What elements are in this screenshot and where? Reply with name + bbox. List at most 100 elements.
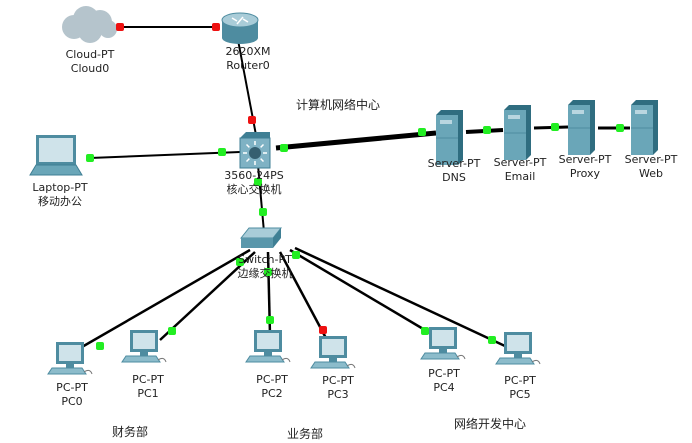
link-edge-pc0[interactable] [67, 248, 251, 357]
link-laptop-core[interactable] [89, 151, 241, 159]
link-status-dot-down [319, 326, 327, 334]
link-status-dot-up [483, 126, 491, 134]
device-router0[interactable] [221, 12, 259, 44]
device-type: Server-PT [493, 156, 547, 169]
device-type: PC-PT [322, 374, 354, 387]
link-edge-pc3[interactable] [278, 251, 329, 341]
device-type: PC-PT [132, 373, 164, 386]
link-core-dns[interactable] [275, 130, 437, 151]
device-name: PC0 [61, 395, 83, 408]
device-name: PC3 [327, 388, 349, 401]
device-type: Switch-PT [238, 253, 292, 266]
device-type: Server-PT [427, 157, 481, 170]
link-core-edge[interactable] [257, 164, 265, 233]
pc-icon [420, 327, 466, 360]
device-dns[interactable] [436, 110, 463, 165]
label-network-center: 计算机网络中心 [295, 98, 381, 112]
device-name: PC5 [509, 388, 531, 401]
device-type: Server-PT [624, 153, 678, 166]
label-finance-dept: 财务部 [111, 425, 149, 439]
server-icon [504, 105, 531, 160]
pc-icon [310, 336, 356, 369]
link-status-dot-up [259, 208, 267, 216]
link-status-dot-up [168, 327, 176, 335]
device-pc1[interactable] [121, 330, 167, 363]
device-pc5[interactable] [495, 332, 541, 365]
pc-icon [245, 330, 291, 363]
device-type: PC-PT [56, 381, 88, 394]
device-pc2[interactable] [245, 330, 291, 363]
device-name: Cloud0 [70, 62, 110, 75]
link-status-dot-up [86, 154, 94, 162]
server-icon [631, 100, 658, 155]
device-type: Cloud-PT [65, 48, 115, 61]
device-name: Email [504, 170, 536, 183]
device-name: 核心交换机 [226, 183, 282, 196]
link-edge-pc5[interactable] [294, 246, 506, 348]
device-pc4[interactable] [420, 327, 466, 360]
laptop-icon [29, 135, 83, 176]
label-dev-center: 网络开发中心 [453, 417, 527, 431]
device-core[interactable] [239, 132, 271, 169]
label-business-dept: 业务部 [286, 427, 324, 441]
link-status-dot-up [264, 268, 272, 276]
device-type: PC-PT [504, 374, 536, 387]
server-icon [436, 110, 463, 165]
device-pc0[interactable] [47, 342, 93, 375]
device-cloud0[interactable] [62, 6, 117, 43]
device-type: PC-PT [428, 367, 460, 380]
link-status-dot-up [254, 178, 262, 186]
pc-icon [121, 330, 167, 363]
link-status-dot-down [248, 116, 256, 124]
device-laptop[interactable] [29, 135, 83, 176]
cloud-icon [62, 6, 117, 43]
link-status-dot-up [218, 148, 226, 156]
device-name: Router0 [226, 59, 270, 72]
link-status-dot-down [212, 23, 220, 31]
device-web[interactable] [631, 100, 658, 155]
link-edge-pc4[interactable] [289, 248, 431, 335]
multilayer-switch-icon [239, 132, 271, 169]
link-status-dot-up [266, 316, 274, 324]
device-edge[interactable] [239, 227, 283, 248]
device-name: Web [639, 167, 663, 180]
device-name: 移动办公 [37, 195, 82, 208]
device-name: PC4 [433, 381, 455, 394]
pc-icon [47, 342, 93, 375]
device-name: Proxy [569, 167, 601, 180]
device-proxy[interactable] [568, 100, 595, 155]
device-type: PC-PT [256, 373, 288, 386]
switch-icon [239, 227, 283, 248]
link-status-dot-up [292, 251, 300, 259]
device-type: 2620XM [225, 45, 271, 58]
link-status-dot-up [616, 124, 624, 132]
link-status-dot-up [421, 327, 429, 335]
link-status-dot-up [488, 336, 496, 344]
device-email[interactable] [504, 105, 531, 160]
device-name: DNS [442, 171, 466, 184]
device-name: 边缘交换机 [237, 267, 293, 280]
link-status-dot-up [280, 144, 288, 152]
server-icon [568, 100, 595, 155]
link-edge-pc1[interactable] [159, 251, 256, 341]
device-type: 3560-24PS [224, 169, 284, 182]
pc-icon [495, 332, 541, 365]
link-status-dot-up [96, 342, 104, 350]
device-pc3[interactable] [310, 336, 356, 369]
